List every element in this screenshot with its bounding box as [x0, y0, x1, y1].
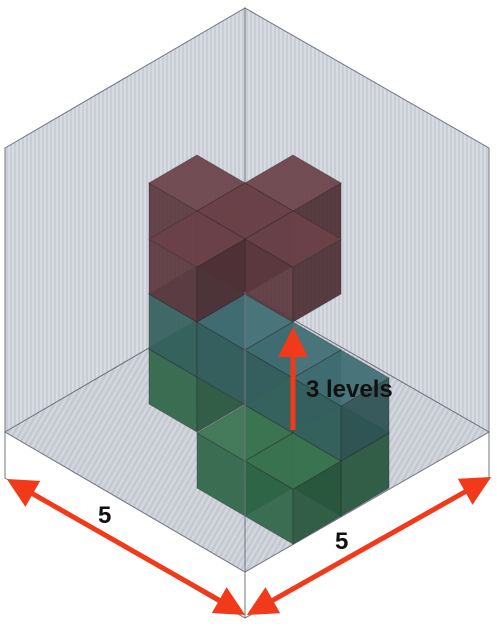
dimension-arrows — [6, 327, 492, 615]
width-left-arrow — [6, 479, 246, 615]
width-left-label: 5 — [98, 502, 111, 529]
width-right-label: 5 — [335, 528, 348, 555]
maroon-cube — [148, 210, 246, 323]
maroon-cube — [244, 210, 342, 323]
width-right-arrow — [246, 477, 492, 615]
height-label: 3 levels — [306, 376, 393, 403]
teal-cube — [292, 349, 390, 462]
